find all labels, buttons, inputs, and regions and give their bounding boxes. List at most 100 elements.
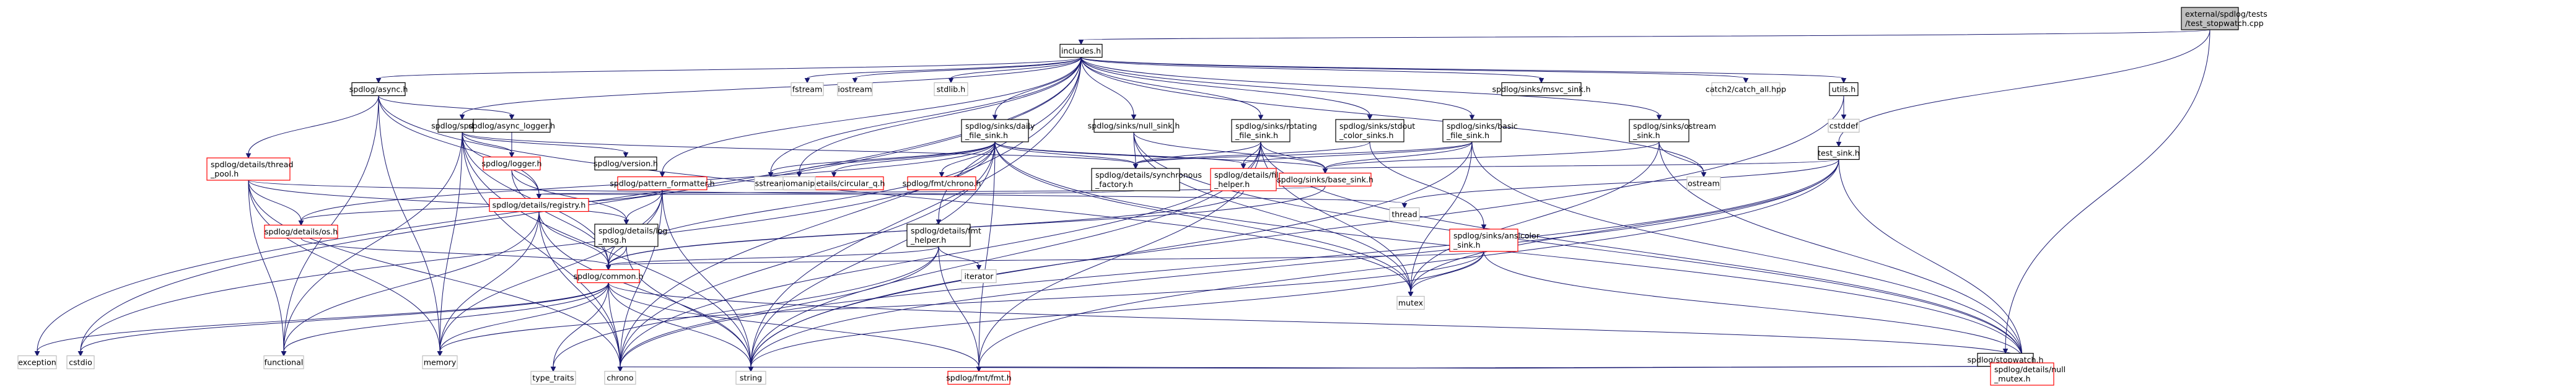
edge-line xyxy=(941,141,996,173)
node-label: _mutex.h xyxy=(1994,374,2030,383)
node-spdlog-sinks-stdout-color-sinks-h[interactable]: spdlog/sinks/stdout_color_sinks.h xyxy=(1335,119,1415,142)
edge-arrowhead xyxy=(2002,349,2009,354)
node-stdlib-h: stdlib.h xyxy=(934,82,968,97)
node-spdlog-async-h[interactable]: spdlog/async.h xyxy=(349,82,408,97)
node-spdlog-logger-h[interactable]: spdlog/logger.h xyxy=(482,156,542,171)
edge-line xyxy=(283,211,540,352)
node-label: spdlog/common.h xyxy=(574,272,644,281)
node-spdlog-details-synchronous-factory-h[interactable]: spdlog/details/synchronous_factory.h xyxy=(1091,168,1202,191)
edge-arrowhead xyxy=(1322,168,1328,174)
edge-n26-to-n23 xyxy=(1322,141,1473,174)
node-label: spdlog/pattern_formatter.h xyxy=(610,179,714,188)
node-box xyxy=(1093,118,1174,133)
node-box xyxy=(2181,7,2239,30)
node-spdlog-pattern-formatter-h[interactable]: spdlog/pattern_formatter.h xyxy=(610,176,715,191)
node-box xyxy=(1990,362,2054,386)
node-spdlog-details-registry-h[interactable]: spdlog/details/registry.h xyxy=(489,198,589,212)
node-cstddef: cstddef xyxy=(1828,118,1860,133)
edge-line xyxy=(378,57,1082,79)
node-utils-h[interactable]: utils.h xyxy=(1829,82,1859,97)
edge-line xyxy=(626,189,663,220)
node-box xyxy=(17,355,57,370)
node-spdlog-details-log-msg-h[interactable]: spdlog/details/log_msg.h xyxy=(594,224,667,247)
node-box xyxy=(782,176,816,191)
node-type-traits: type_traits xyxy=(530,370,576,385)
edge-arrowhead xyxy=(34,351,40,357)
node-external-spdlog-tests-test-stopwatch-cpp[interactable]: external/spdlog/tests/test_stopwatch.cpp xyxy=(2181,7,2267,30)
node-spdlog-sinks-ostream-sink-h[interactable]: spdlog/sinks/ostream_sink.h xyxy=(1629,119,1716,142)
edge-arrowhead xyxy=(281,351,287,357)
edge-line xyxy=(1658,141,2023,359)
edge-line xyxy=(538,211,609,266)
edge-line xyxy=(378,95,1411,292)
node-spdlog-async-logger-h[interactable]: spdlog/async_logger.h xyxy=(468,118,555,133)
edge-line xyxy=(1838,29,2210,142)
node-label: external/spdlog/tests xyxy=(2185,9,2267,19)
edge-line xyxy=(1483,251,2023,359)
node-spdlog-common-h[interactable]: spdlog/common.h xyxy=(574,269,644,284)
node-box xyxy=(1629,119,1689,142)
node-spdlog-fmt-chrono-h[interactable]: spdlog/fmt/chrono.h xyxy=(903,176,981,191)
edge-line xyxy=(439,189,663,352)
node-label: spdlog/stopwatch.h xyxy=(1967,355,2043,365)
node-spdlog-version-h[interactable]: spdlog/version.h xyxy=(594,156,658,171)
node-label: spdlog/sinks/daily xyxy=(965,121,1035,131)
node-box xyxy=(1091,168,1180,191)
node-spdlog-sinks-base-sink-h[interactable]: spdlog/sinks/base_sink.h xyxy=(1277,172,1373,187)
node-spdlog-details-file-helper-h[interactable]: spdlog/details/file_helper.h xyxy=(1210,168,1284,191)
edge-arrowhead xyxy=(748,367,754,372)
node-spdlog-sinks-daily-file-sink-h[interactable]: spdlog/sinks/daily_file_sink.h xyxy=(961,119,1035,142)
edge-n19-to-n23 xyxy=(1133,132,1328,174)
edge-n28-to-n23 xyxy=(1322,141,1660,174)
node-spdlog-sinks-ansicolor-sink-h[interactable]: spdlog/sinks/ansicolor_sink.h xyxy=(1449,229,1540,252)
node-spdlog-details-null-mutex-h[interactable]: spdlog/details/null_mutex.h xyxy=(1990,362,2066,386)
node-spdlog-sinks-rotating-file-sink-h[interactable]: spdlog/sinks/rotating_file_sink.h xyxy=(1231,119,1317,142)
node-label: mutex xyxy=(1398,298,1424,308)
node-label: spdlog/sinks/ostream xyxy=(1633,121,1716,131)
node-spdlog-fmt-fmt-h[interactable]: spdlog/fmt/fmt.h xyxy=(946,370,1012,385)
edge-arrowhead xyxy=(1367,115,1373,121)
edge-line xyxy=(248,95,379,154)
node-spdlog-details-thread-pool-h[interactable]: spdlog/details/thread_pool.h xyxy=(206,157,293,181)
node-box xyxy=(1686,176,1721,191)
node-label: stdlib.h xyxy=(937,85,965,94)
node-spdlog-sinks-msvc-sink-h[interactable]: spdlog/sinks/msvc_sink.h xyxy=(1492,82,1591,97)
node-label: spdlog/async_logger.h xyxy=(468,121,555,131)
edge-arrowhead xyxy=(623,152,629,158)
node-label: _helper.h xyxy=(1214,180,1250,189)
node-spdlog-details-os-h[interactable]: spdlog/details/os.h xyxy=(264,224,338,239)
edge-arrowhead xyxy=(77,351,84,357)
node-box xyxy=(934,82,968,97)
edge-line xyxy=(248,180,284,352)
edge-line xyxy=(938,246,979,266)
edge-n1-to-n37 xyxy=(1080,57,1707,178)
node-sstream: sstream xyxy=(754,176,787,191)
edge-line xyxy=(799,141,996,173)
edge-arrowhead xyxy=(550,367,556,372)
node-label: thread xyxy=(1391,210,1417,219)
node-label: spdlog/sinks/null_sink.h xyxy=(1088,121,1180,131)
edge-line xyxy=(1080,57,1473,116)
node-spdlog-sinks-basic-file-sink-h[interactable]: spdlog/sinks/basic_file_sink.h xyxy=(1442,119,1518,142)
edge-n2-to-n49 xyxy=(1838,159,2025,364)
edge-line xyxy=(538,211,621,367)
edge-n2-to-n46 xyxy=(617,159,1839,372)
node-includes-h[interactable]: includes.h xyxy=(1059,43,1103,58)
edge-line xyxy=(994,57,1082,116)
node-spdlog-sinks-null-sink-h[interactable]: spdlog/sinks/null_sink.h xyxy=(1088,118,1180,133)
node-label: spdlog/details/log xyxy=(598,226,667,235)
edge-n28-to-n37 xyxy=(1658,141,1707,178)
node-box xyxy=(1828,118,1860,133)
edge-line xyxy=(608,282,621,367)
edge-n25-to-n39 xyxy=(1408,251,1484,297)
node-label: sstream xyxy=(755,179,787,188)
edge-arrowhead xyxy=(1656,115,1662,121)
edge-n1-to-n24 xyxy=(1080,57,1373,121)
node-test-sink-h[interactable]: test_sink.h xyxy=(1818,146,1860,160)
edge-n25-to-n44 xyxy=(437,251,1484,357)
node-spdlog-details-fmt-helper-h[interactable]: spdlog/details/fmt_helper.h xyxy=(906,224,981,247)
edge-n13-to-n49 xyxy=(608,282,2025,364)
edge-n2-to-n39 xyxy=(1408,159,1839,297)
edge-line xyxy=(1410,141,1660,292)
edge-arrowhead xyxy=(536,194,542,199)
